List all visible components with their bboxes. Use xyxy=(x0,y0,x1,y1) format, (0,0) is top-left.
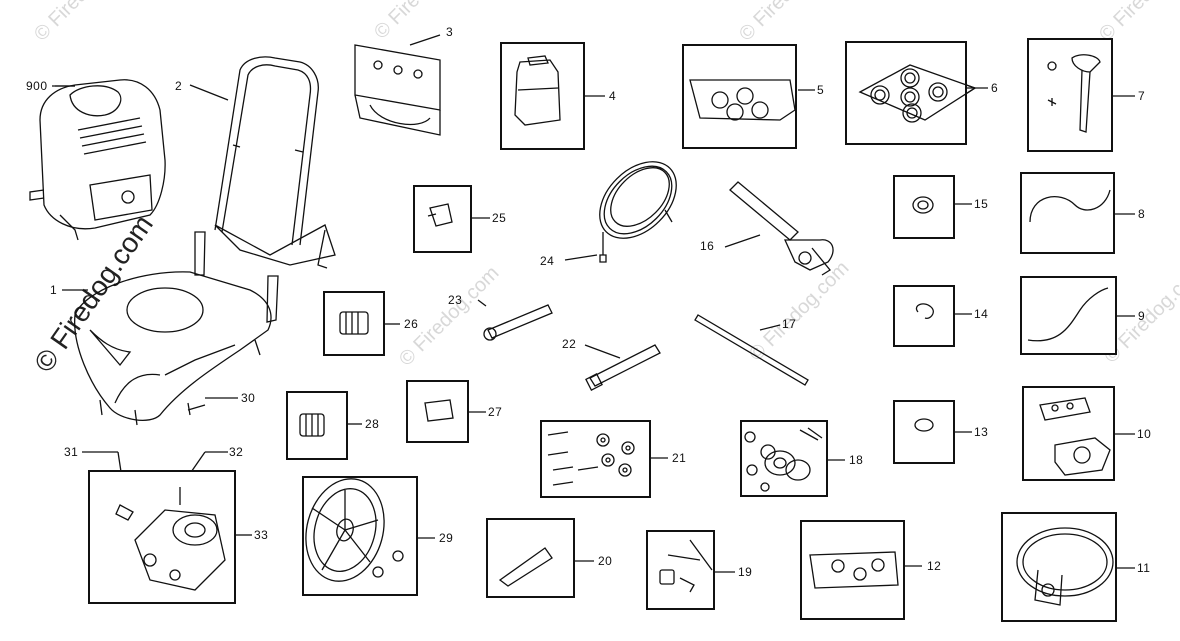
callout-10: 10 xyxy=(1137,427,1152,441)
part-box-10 xyxy=(1022,386,1115,481)
callout-12: 12 xyxy=(927,559,942,573)
callout-14: 14 xyxy=(974,307,989,321)
callout-32: 32 xyxy=(229,445,244,459)
part-box-7 xyxy=(1027,38,1113,152)
extension-23-illustration xyxy=(477,299,553,341)
callout-16: 16 xyxy=(700,239,715,253)
callout-11: 11 xyxy=(1137,561,1151,575)
bolt-illustration xyxy=(187,402,206,416)
part-box-14 xyxy=(893,285,955,347)
callout-2: 2 xyxy=(175,79,183,93)
callout-7: 7 xyxy=(1138,89,1146,103)
part-box-19 xyxy=(646,530,715,610)
callout-20: 20 xyxy=(598,554,613,568)
extension-22-illustration xyxy=(585,344,661,391)
part-box-27 xyxy=(406,380,469,443)
part-box-13 xyxy=(893,400,955,464)
callout-900: 900 xyxy=(26,79,48,93)
callout-29: 29 xyxy=(439,531,454,545)
part-box-26 xyxy=(323,291,385,356)
callout-19: 19 xyxy=(738,565,753,579)
base-frame-illustration xyxy=(62,231,279,426)
part-box-8 xyxy=(1020,172,1115,254)
part-box-5 xyxy=(682,44,797,149)
callout-17: 17 xyxy=(782,317,797,331)
callout-24: 24 xyxy=(540,254,555,268)
part-box-11 xyxy=(1001,512,1117,622)
callout-23: 23 xyxy=(448,293,463,307)
spray-gun-illustration xyxy=(729,181,834,276)
callout-1: 1 xyxy=(50,283,58,297)
bracket-illustration xyxy=(354,34,441,136)
callout-22: 22 xyxy=(562,337,577,351)
callout-3: 3 xyxy=(446,25,454,39)
callout-30: 30 xyxy=(241,391,256,405)
wand-illustration xyxy=(694,314,809,386)
callout-13: 13 xyxy=(974,425,989,439)
part-box-9 xyxy=(1020,276,1117,355)
callout-8: 8 xyxy=(1138,207,1146,221)
callout-21: 21 xyxy=(672,451,687,465)
callout-18: 18 xyxy=(849,453,864,467)
callout-5: 5 xyxy=(817,83,825,97)
callout-25: 25 xyxy=(492,211,507,225)
callout-6: 6 xyxy=(991,81,999,95)
handle-illustration xyxy=(189,56,336,269)
callout-28: 28 xyxy=(365,417,380,431)
part-box-25 xyxy=(413,185,472,253)
callout-9: 9 xyxy=(1138,309,1146,323)
part-box-12 xyxy=(800,520,905,620)
part-box-28 xyxy=(286,391,348,460)
callout-15: 15 xyxy=(974,197,989,211)
hose-coil-illustration xyxy=(599,161,677,263)
callout-4: 4 xyxy=(609,89,617,103)
callout-26: 26 xyxy=(404,317,419,331)
callout-27: 27 xyxy=(488,405,503,419)
engine-illustration xyxy=(29,79,166,241)
part-box-15 xyxy=(893,175,955,239)
callout-31: 31 xyxy=(64,445,79,459)
part-box-33 xyxy=(88,470,236,604)
callout-33: 33 xyxy=(254,528,269,542)
